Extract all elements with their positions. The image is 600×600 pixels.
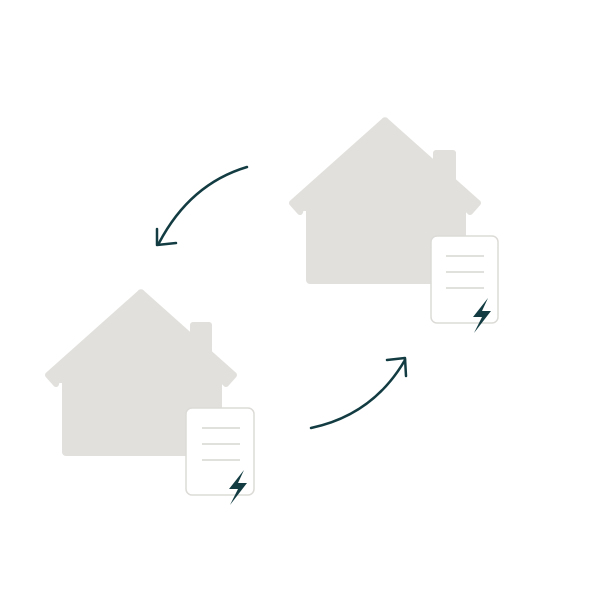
arrow-head — [155, 227, 178, 247]
bottom-document-icon — [185, 407, 255, 505]
house-body — [306, 198, 466, 284]
document-page — [185, 407, 255, 496]
curved-arrow-up-right-icon — [309, 356, 408, 430]
curved-arrow-down-left-icon — [155, 165, 249, 247]
lightning-bolt-icon — [473, 298, 491, 333]
arrow-shaft — [157, 165, 249, 245]
arrow-shaft — [309, 358, 407, 430]
top-document-icon — [430, 235, 499, 333]
lightning-bolt-icon — [229, 470, 247, 505]
bottom-house-icon — [45, 289, 237, 456]
document-page — [430, 235, 499, 324]
arrow-head — [385, 356, 408, 378]
house-body — [62, 370, 222, 456]
top-house-icon — [289, 117, 481, 284]
